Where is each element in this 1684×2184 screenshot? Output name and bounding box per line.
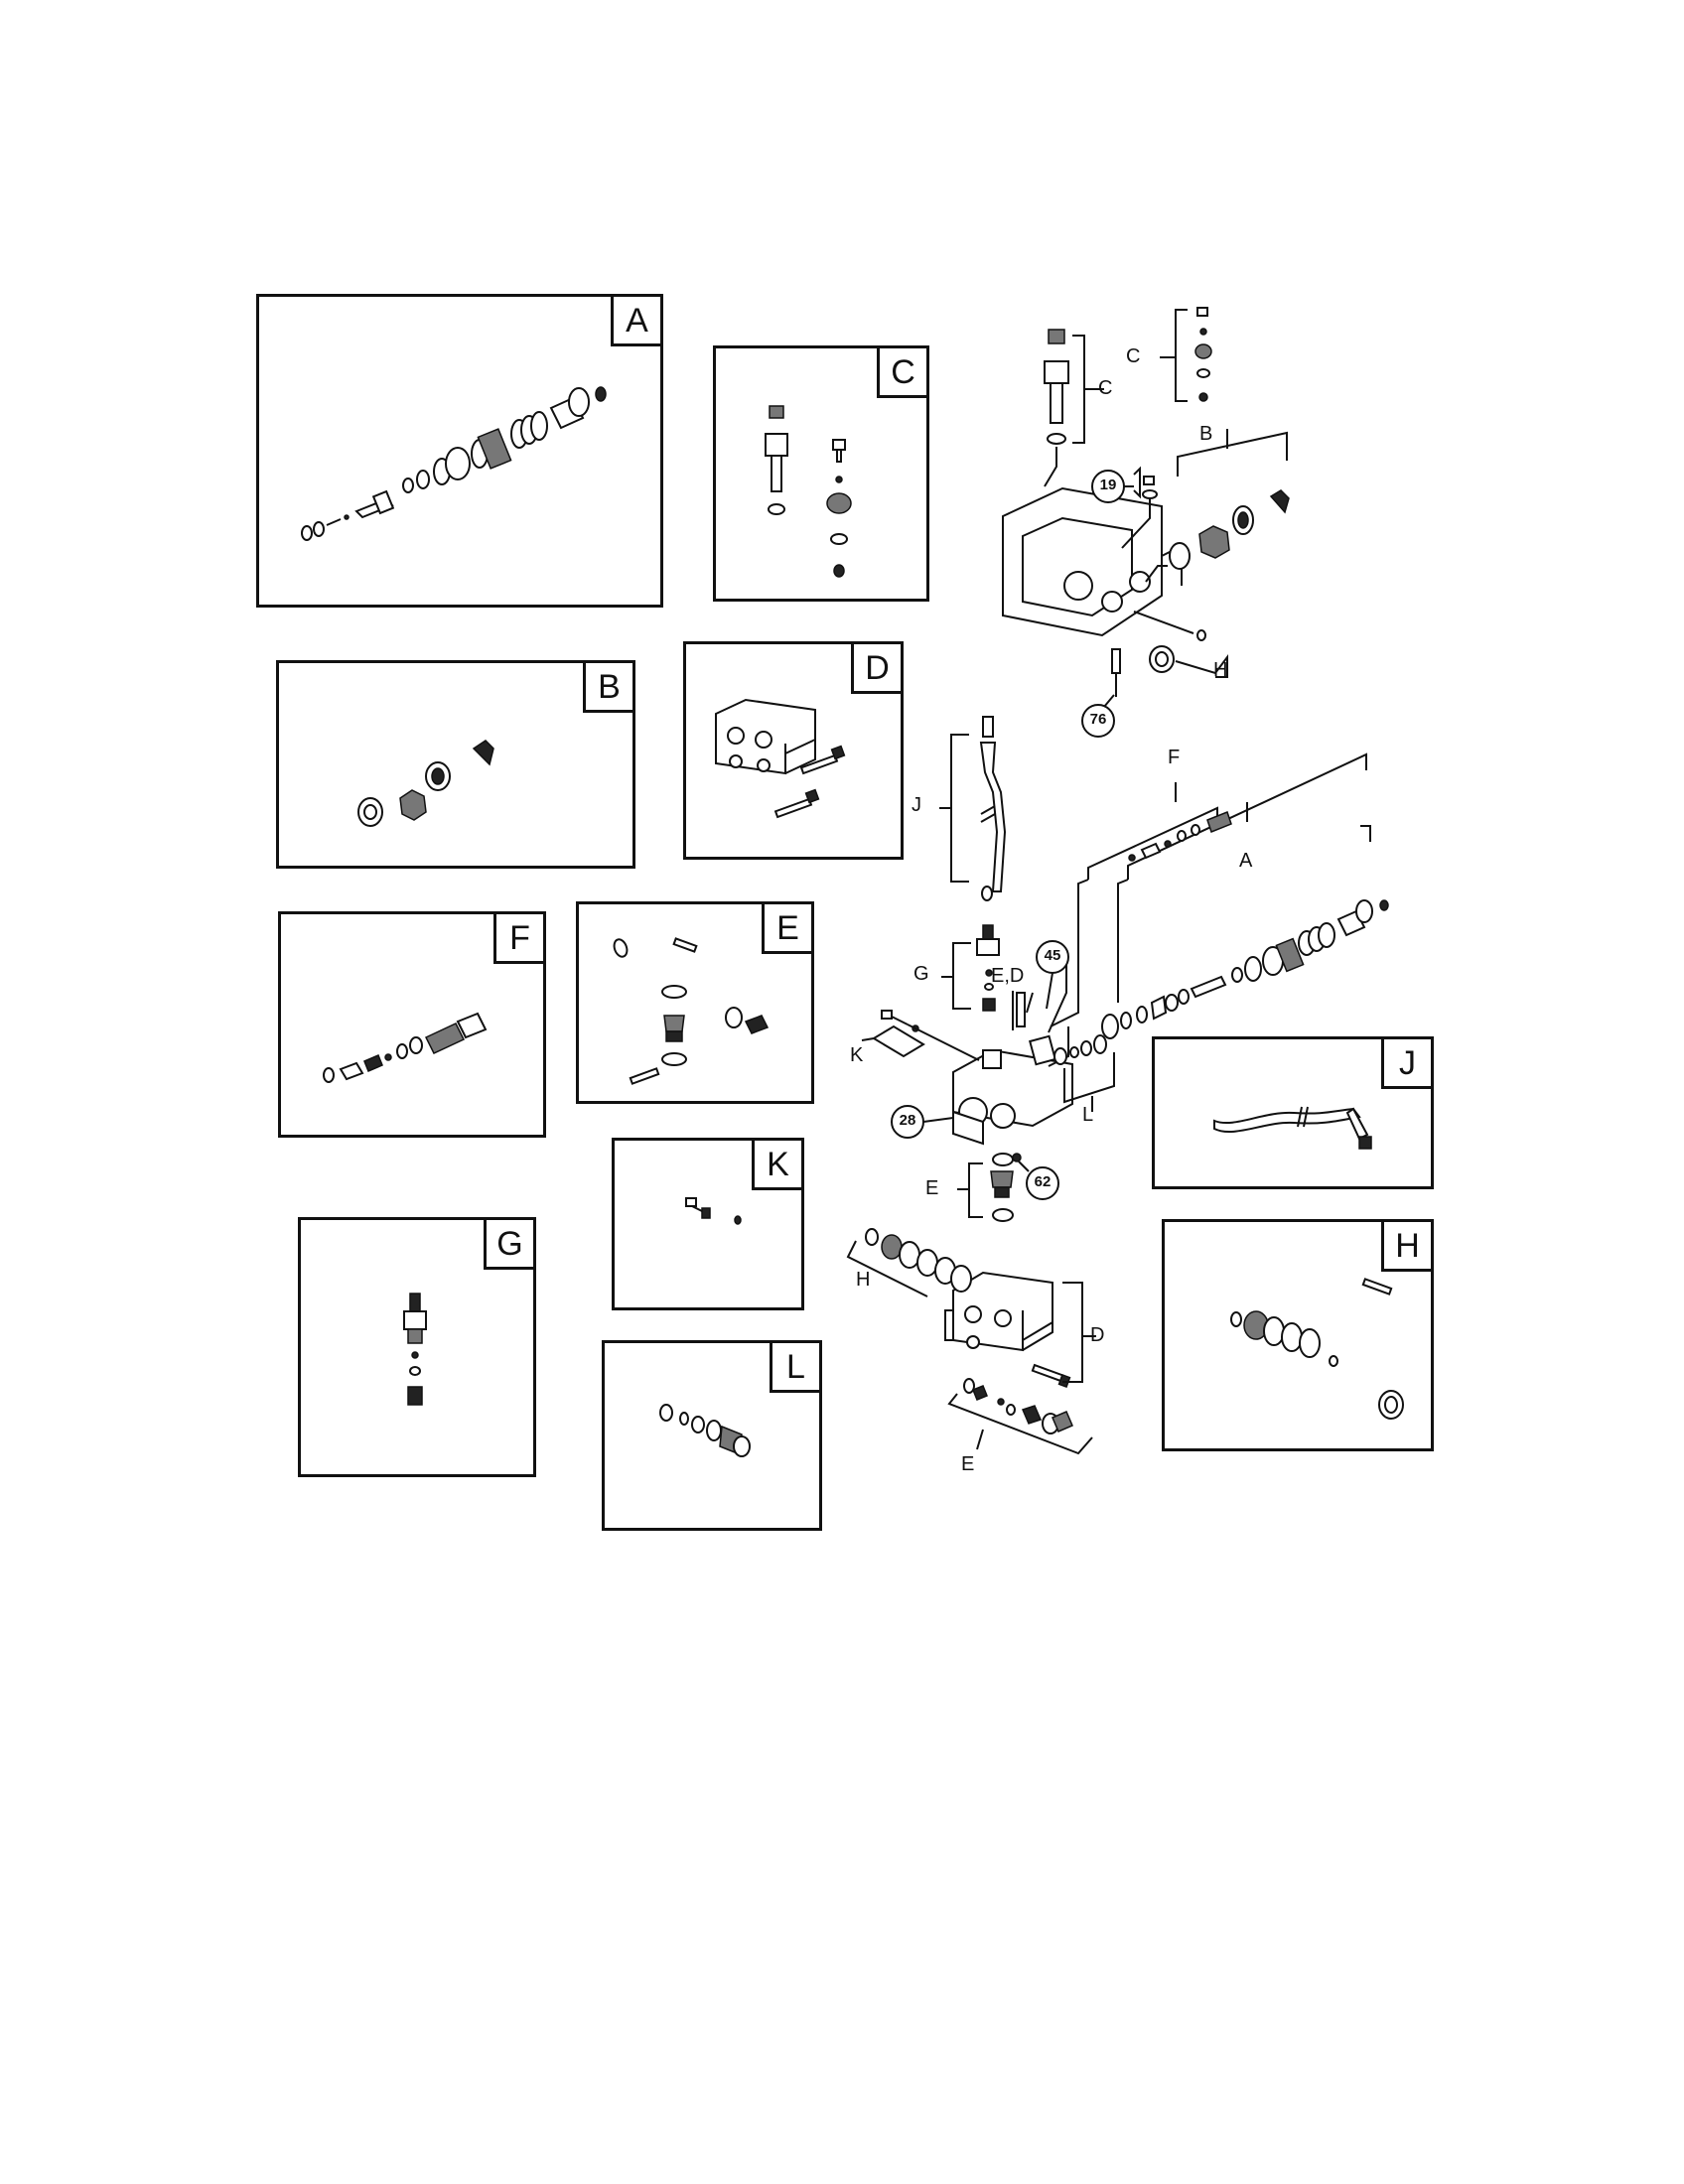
leader-e-mid: E [925,1177,939,1199]
kit-e-lower-parts [947,1378,1093,1455]
kit-k-tag: K [752,1141,801,1190]
kit-c-parts-illustration [765,405,852,578]
kit-h-tag: H [1381,1222,1431,1272]
leader-a: A [1239,850,1253,872]
kit-e-parts-illustration [613,937,770,1085]
leader-g: G [913,963,929,985]
kit-a-tag: A [611,297,660,346]
kit-g-panel: G [298,1217,536,1477]
callout-76: 76 [1089,711,1107,728]
hose-j-assembly [939,716,1007,901]
kit-k-parts-illustration [685,1197,742,1225]
kit-d-parts-illustration [715,698,846,819]
pump-crankcase [1002,486,1183,637]
kit-l-parts-illustration [659,1404,751,1457]
kit-f-tag: F [493,914,543,964]
kit-h-parts-illustration [1230,1278,1404,1420]
kit-c-upper-parts [1044,307,1212,487]
kit-b-panel: B [276,660,635,869]
kit-g-parts-illustration [403,1293,427,1406]
leader-h-top: H [1213,659,1228,681]
kit-d-tag: D [851,644,901,694]
kit-f-panel: F [278,911,546,1138]
leader-e-bottom: E [961,1453,975,1475]
leader-f: F [1168,747,1181,768]
kit-j-panel: J [1152,1036,1434,1189]
kit-j-tag: J [1381,1039,1431,1089]
manifold-lower [944,1271,1096,1389]
kit-e-panel: E [576,901,814,1104]
kit-l-panel: L [602,1340,822,1531]
kit-h-panel: H [1162,1219,1434,1451]
callout-19: 19 [1099,477,1117,493]
leader-l: L [1082,1104,1094,1126]
leader-k: K [850,1044,864,1066]
kit-f-parts-illustration [323,1012,488,1083]
kit-b-upper-parts [1145,429,1290,583]
kit-a-panel: A [256,294,663,608]
leader-h-bottom: H [856,1269,871,1291]
kit-l-assembly-parts [1053,1034,1115,1112]
leader-c-right: C [1126,345,1141,367]
kit-k-panel: K [612,1138,804,1310]
kit-f-a-assembly-parts [1048,752,1389,1067]
kit-d-panel: D [683,641,904,860]
callout-45: 45 [1044,947,1061,964]
kit-a-parts-illustration [301,386,607,541]
kit-c-panel: C [713,345,929,602]
kit-g-tag: G [484,1220,533,1270]
kit-e-middle-parts [957,1153,1014,1222]
callout-28: 28 [899,1112,916,1129]
kit-l-tag: L [770,1343,819,1393]
kit-b-parts-illustration [357,740,494,827]
kit-k-assembly-parts [861,1010,980,1061]
kit-j-parts-illustration [1213,1106,1372,1150]
kit-e-tag: E [762,904,811,954]
leader-c: C [1098,377,1113,399]
leader-j: J [912,794,921,816]
kit-b-tag: B [583,663,632,713]
kit-c-tag: C [877,348,926,398]
leader-b: B [1199,423,1213,445]
callout-62: 62 [1034,1173,1052,1190]
leader-ed: E,D [991,965,1025,987]
leader-d: D [1090,1324,1105,1346]
